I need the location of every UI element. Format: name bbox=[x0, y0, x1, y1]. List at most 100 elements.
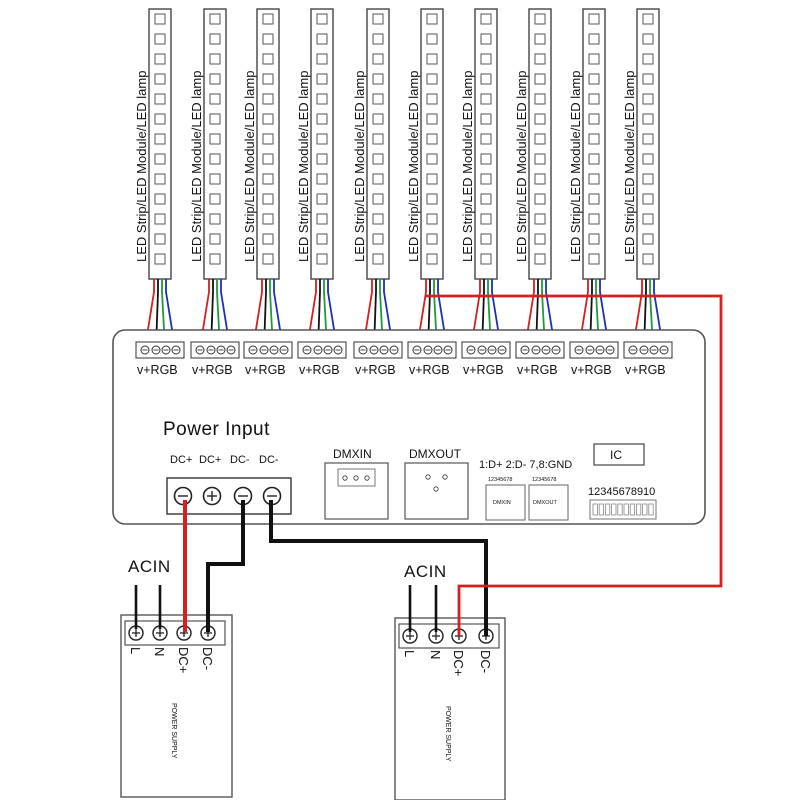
led-chip bbox=[426, 93, 438, 105]
output-label: v+RGB bbox=[299, 363, 340, 377]
led-chip bbox=[209, 233, 221, 245]
led-chip bbox=[642, 53, 654, 65]
led-chip bbox=[154, 213, 166, 225]
dip-numbers: 12345678910 bbox=[588, 486, 655, 498]
output-label: v+RGB bbox=[571, 363, 612, 377]
led-chip bbox=[588, 233, 600, 245]
output-terminal: v+RGB bbox=[623, 341, 673, 377]
led-chip bbox=[480, 53, 492, 65]
psu-name: POWER SUPPLY bbox=[170, 703, 177, 759]
led-chip bbox=[534, 93, 546, 105]
led-chip bbox=[262, 153, 274, 165]
led-chip bbox=[642, 193, 654, 205]
led-chip bbox=[154, 53, 166, 65]
led-chip bbox=[480, 213, 492, 225]
strip-label: LED Strip/LED Module/LED lamp bbox=[568, 71, 583, 262]
output-label: v+RGB bbox=[625, 363, 666, 377]
power-terminal-labels: DC+DC+DC-DC- bbox=[170, 454, 279, 466]
led-chip bbox=[262, 253, 274, 265]
led-chip bbox=[316, 93, 328, 105]
psu-terminal-label: L bbox=[402, 650, 417, 657]
led-chip bbox=[262, 233, 274, 245]
psu-terminal-label: DC- bbox=[200, 647, 215, 670]
led-chip bbox=[209, 153, 221, 165]
led-chip bbox=[642, 253, 654, 265]
led-chip bbox=[426, 113, 438, 125]
led-chip bbox=[262, 193, 274, 205]
led-chip bbox=[154, 93, 166, 105]
led-chip bbox=[372, 213, 384, 225]
led-chip bbox=[588, 33, 600, 45]
led-chip bbox=[588, 153, 600, 165]
led-chip bbox=[426, 33, 438, 45]
led-chip bbox=[588, 93, 600, 105]
led-chip bbox=[480, 93, 492, 105]
led-chip bbox=[372, 33, 384, 45]
led-chip bbox=[642, 13, 654, 25]
led-chip bbox=[642, 93, 654, 105]
psu-terminal-label: DC+ bbox=[451, 650, 466, 676]
led-chip bbox=[316, 53, 328, 65]
led-chip bbox=[316, 33, 328, 45]
led-chip bbox=[316, 153, 328, 165]
led-chip bbox=[316, 173, 328, 185]
svg-text:12345678: 12345678 bbox=[488, 477, 512, 483]
psu-terminal-label: N bbox=[152, 647, 167, 656]
led-chip bbox=[262, 13, 274, 25]
dmx-in-port: DMXIN bbox=[324, 447, 389, 520]
led-chip bbox=[480, 133, 492, 145]
led-strip: LED Strip/LED Module/LED lamp bbox=[568, 8, 606, 280]
pinout-note: 1:D+ 2:D- 7,8:GND bbox=[479, 459, 572, 471]
wire-psu2-positive bbox=[426, 294, 723, 636]
led-chip bbox=[262, 113, 274, 125]
strip-label: LED Strip/LED Module/LED lamp bbox=[242, 71, 257, 262]
led-chip bbox=[642, 153, 654, 165]
led-chip bbox=[154, 113, 166, 125]
led-chip bbox=[372, 73, 384, 85]
output-label: v+RGB bbox=[463, 363, 504, 377]
strip-label: LED Strip/LED Module/LED lamp bbox=[514, 71, 529, 262]
svg-text:DMXOUT: DMXOUT bbox=[533, 500, 557, 506]
led-strip: LED Strip/LED Module/LED lamp bbox=[134, 8, 172, 280]
led-chip bbox=[426, 253, 438, 265]
led-chip bbox=[372, 233, 384, 245]
led-strip: LED Strip/LED Module/LED lamp bbox=[460, 8, 498, 280]
led-chip bbox=[316, 253, 328, 265]
led-chip bbox=[588, 253, 600, 265]
power-terminal-block bbox=[166, 477, 292, 515]
led-chip bbox=[588, 113, 600, 125]
controller-outline bbox=[112, 329, 706, 525]
led-chip bbox=[534, 53, 546, 65]
led-chip bbox=[426, 193, 438, 205]
led-chip bbox=[642, 73, 654, 85]
led-chip bbox=[372, 53, 384, 65]
led-chip bbox=[642, 33, 654, 45]
led-chip bbox=[262, 173, 274, 185]
led-chip bbox=[209, 173, 221, 185]
led-chip bbox=[534, 33, 546, 45]
power-input-title: Power Input bbox=[163, 419, 270, 440]
led-chip bbox=[426, 213, 438, 225]
led-chip bbox=[262, 33, 274, 45]
led-chip bbox=[262, 133, 274, 145]
led-chip bbox=[154, 253, 166, 265]
led-chip bbox=[372, 133, 384, 145]
output-label: v+RGB bbox=[192, 363, 233, 377]
acin-label-1: ACIN bbox=[128, 557, 171, 576]
led-chip bbox=[372, 173, 384, 185]
output-terminal: v+RGB bbox=[515, 341, 565, 377]
led-chip bbox=[480, 33, 492, 45]
output-label: v+RGB bbox=[355, 363, 396, 377]
led-chip bbox=[426, 133, 438, 145]
wire-psu2-negative bbox=[269, 500, 488, 636]
main-wires bbox=[134, 294, 723, 636]
led-chip bbox=[426, 73, 438, 85]
wire-psu1-negative bbox=[206, 500, 245, 632]
led-chip bbox=[209, 93, 221, 105]
led-chip bbox=[372, 13, 384, 25]
led-chip bbox=[154, 33, 166, 45]
led-chip bbox=[316, 13, 328, 25]
led-chip bbox=[154, 13, 166, 25]
